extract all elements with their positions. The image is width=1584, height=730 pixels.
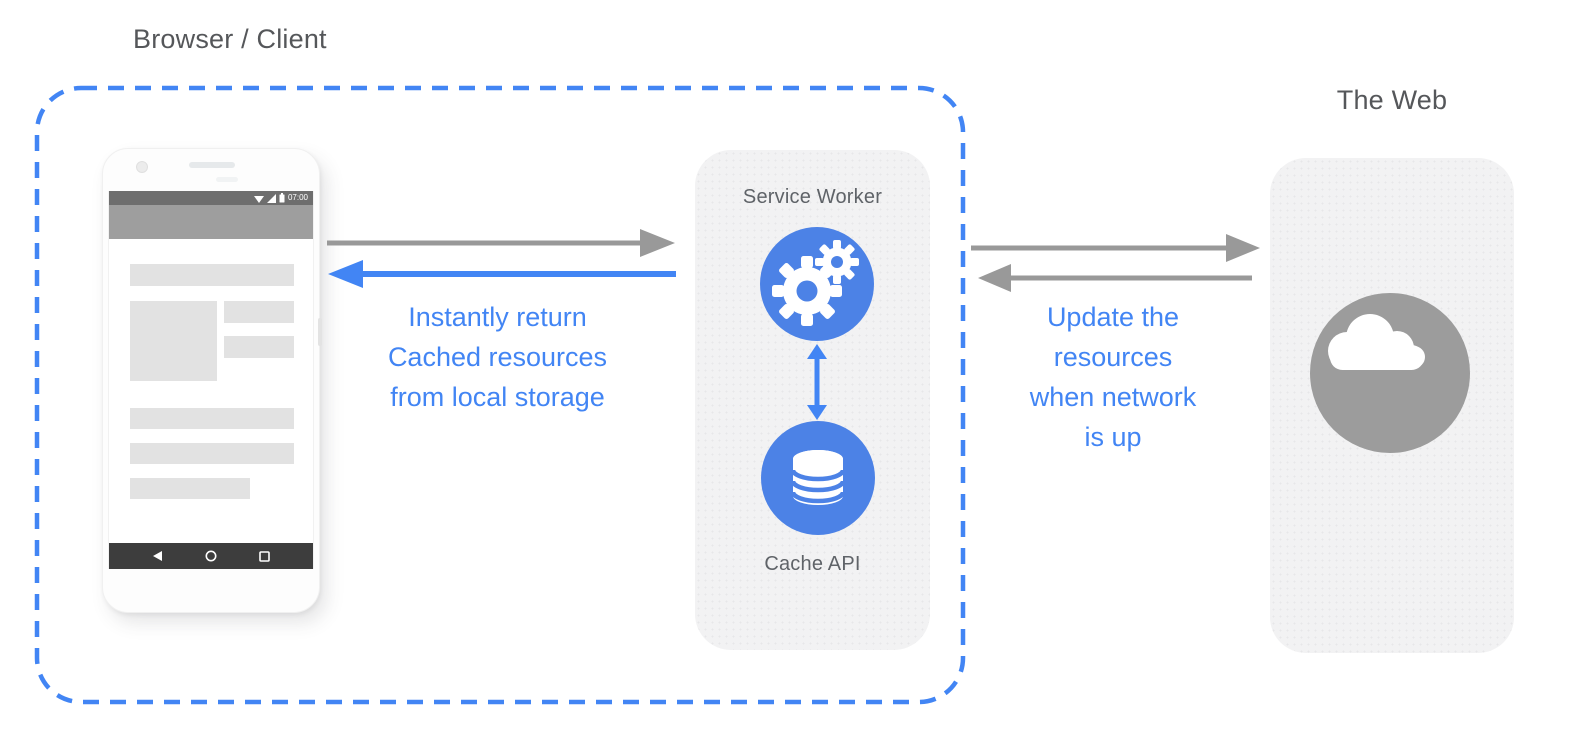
battery-icon <box>279 193 285 203</box>
caption-line: is up <box>1084 422 1142 452</box>
signal-icon <box>266 193 276 203</box>
sw-cache-bidirectional-arrow <box>807 344 827 420</box>
caption-line: Instantly return <box>408 302 587 332</box>
wifi-icon <box>253 195 264 203</box>
phone-side-button <box>318 318 322 346</box>
content-placeholder-image <box>130 301 217 381</box>
phone-speaker <box>189 162 235 168</box>
database-icon <box>790 450 846 505</box>
content-placeholder-bar <box>224 336 294 358</box>
service-worker-panel: Service Worker <box>695 150 930 650</box>
network-flow-caption: Update the resources when network is up <box>983 297 1243 457</box>
cloud-icon <box>1328 314 1425 370</box>
home-icon <box>205 550 217 562</box>
cache-api-label: Cache API <box>764 553 861 575</box>
content-placeholder-bar <box>130 264 294 286</box>
phone-screen: 07:00 <box>108 191 314 569</box>
response-arrow-sw-to-phone <box>328 260 676 288</box>
caption-line: when network <box>1029 382 1197 412</box>
the-web-panel <box>1270 158 1514 653</box>
browser-client-title: Browser / Client <box>133 24 327 54</box>
phone-camera-dot <box>136 161 148 173</box>
status-time: 07:00 <box>287 193 308 202</box>
request-arrow-phone-to-sw <box>327 229 675 257</box>
recents-icon <box>259 550 270 562</box>
caption-line: Update the <box>1046 302 1180 332</box>
back-icon <box>153 551 162 561</box>
web-circle <box>1310 293 1470 453</box>
phone-status-bar: 07:00 <box>109 191 313 205</box>
caption-line: Cached resources <box>387 342 608 372</box>
content-placeholder-bar <box>130 408 294 429</box>
service-worker-circle <box>760 227 874 341</box>
phone-app-bar <box>109 205 313 239</box>
caption-line: resources <box>1053 342 1173 372</box>
service-worker-label: Service Worker <box>742 186 883 208</box>
the-web-title: The Web <box>1336 85 1448 115</box>
cache-api-circle <box>761 421 875 535</box>
content-placeholder-bar <box>224 301 294 323</box>
content-placeholder-bar <box>130 478 250 499</box>
caption-line: from local storage <box>390 382 605 412</box>
content-placeholder-bar <box>130 443 294 464</box>
browser-boundary-dashed-box <box>34 85 966 705</box>
phone-nav-bar <box>109 543 313 569</box>
phone-mockup: 07:00 <box>102 148 322 613</box>
fetch-arrow-sw-to-web <box>971 234 1260 262</box>
phone-sensor <box>216 177 238 182</box>
cache-flow-caption: Instantly return Cached resources from l… <box>330 297 665 417</box>
gears-icon <box>772 240 859 326</box>
response-arrow-web-to-sw <box>978 264 1252 292</box>
